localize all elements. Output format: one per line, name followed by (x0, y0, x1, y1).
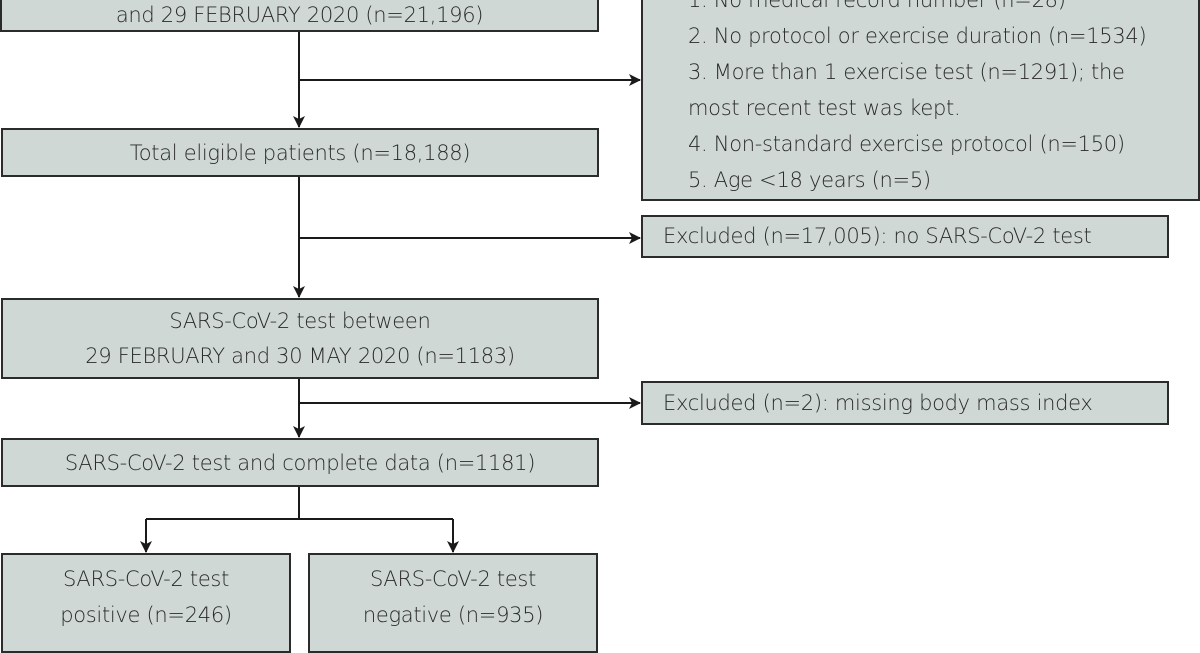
positive-line1: SARS-CoV-2 test (62, 567, 230, 591)
negative-line2: negative (n=935) (362, 603, 544, 627)
exclusion-item: 5. Age <18 years (n=5) (688, 168, 931, 192)
connector-lines (140, 30, 641, 553)
eligible-box: Total eligible patients (n=18,188) (1, 128, 599, 177)
exclusion-item: 3. More than 1 exercise test (n=1291); t… (688, 60, 1125, 84)
negative-box: SARS-CoV-2 test negative (n=935) (308, 553, 598, 653)
positive-box: SARS-CoV-2 test positive (n=246) (1, 553, 291, 653)
tested-line2: 29 FEBRUARY and 30 MAY 2020 (n=1183) (85, 343, 515, 368)
source-line2: and 29 FEBRUARY 2020 (n=21,196) (115, 3, 484, 27)
negative-line1: SARS-CoV-2 test (369, 567, 537, 591)
source-box: and 29 FEBRUARY 2020 (n=21,196) (0, 0, 599, 32)
complete-text: SARS-CoV-2 test and complete data (n=118… (64, 450, 536, 475)
exclusion-item: most recent test was kept. (688, 96, 961, 120)
excluded-bmi-text: Excluded (n=2): missing body mass index (663, 391, 1093, 415)
exclusion-item: 1. No medical record number (n=28) (688, 0, 1066, 12)
tested-line1: SARS-CoV-2 test between (169, 308, 431, 333)
exclusions-box: 1. No medical record number (n=28) 2. No… (641, 0, 1200, 201)
exclusion-item: 4. Non-standard exercise protocol (n=150… (688, 132, 1125, 156)
eligible-text: Total eligible patients (n=18,188) (129, 140, 471, 165)
excluded-bmi-box: Excluded (n=2): missing body mass index (641, 381, 1169, 425)
tested-box: SARS-CoV-2 test between 29 FEBRUARY and … (1, 298, 599, 379)
excluded-no-test-box: Excluded (n=17,005): no SARS-CoV-2 test (641, 215, 1169, 258)
positive-line2: positive (n=246) (60, 603, 232, 627)
complete-box: SARS-CoV-2 test and complete data (n=118… (1, 438, 599, 487)
exclusion-item: 2. No protocol or exercise duration (n=1… (688, 24, 1147, 48)
excluded-no-test-text: Excluded (n=17,005): no SARS-CoV-2 test (663, 224, 1092, 248)
